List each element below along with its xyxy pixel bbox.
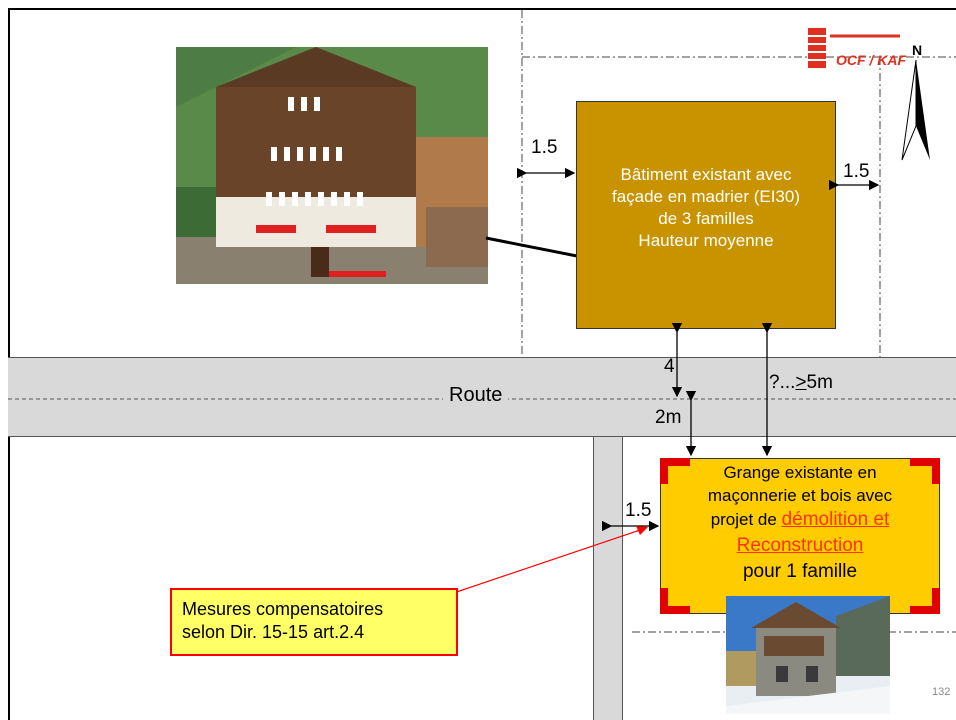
dim-question-prefix: ?... <box>769 372 796 393</box>
building-line-2: façade en madrier (EI30) <box>611 187 801 206</box>
barn-line-1: Grange existante en <box>723 463 877 482</box>
barn-corner-tr-h <box>910 458 940 466</box>
chalet-image <box>176 47 488 284</box>
measures-line-1: Mesures compensatoires <box>182 599 384 619</box>
north-label: N <box>912 42 923 58</box>
barn-line-5: pour 1 famille <box>742 561 858 582</box>
north-arrow-icon <box>901 59 930 161</box>
demolition-label: démolition et <box>781 509 890 530</box>
chalet-photo <box>176 47 488 284</box>
building-line-1: Bâtiment existant avec <box>620 165 792 184</box>
barn-box: Grange existante en maçonnerie et bois a… <box>660 458 940 614</box>
logo-text: OCF / KAF <box>836 52 906 68</box>
barn-corner-bl-v <box>660 588 668 614</box>
barn-corner-tl-h <box>660 458 690 466</box>
reconstruction-label: Reconstruction <box>736 535 864 556</box>
road-label: Route <box>443 384 509 407</box>
dim-barn-road: 2m <box>655 407 682 428</box>
existing-building-box: Bâtiment existant avec façade en madrier… <box>576 101 836 329</box>
measures-line-2: selon Dir. 15-15 art.2.4 <box>182 622 365 642</box>
building-line-3: de 3 familles <box>658 209 754 228</box>
barn-photo <box>726 596 890 714</box>
dim-min-symbol: > <box>795 372 807 393</box>
barn-corner-tr-v <box>932 458 940 484</box>
building-line-4: Hauteur moyenne <box>638 231 774 250</box>
page-number: 132 <box>932 686 951 698</box>
dim-right-building: 1.5 <box>843 161 870 182</box>
barn-corner-tl-v <box>660 458 668 484</box>
logo-mark <box>808 28 900 68</box>
barn-corner-br-v <box>932 588 940 614</box>
barn-line-3-prefix: projet de <box>710 510 782 529</box>
measures-callout: Mesures compensatoires selon Dir. 15-15 … <box>170 588 458 656</box>
dim-question: ?...>5m <box>769 372 833 394</box>
dim-left-building: 1.5 <box>531 137 558 158</box>
dim-min-value: 5m <box>806 372 833 393</box>
dim-barn-left: 1.5 <box>625 500 652 521</box>
side-lane <box>593 437 623 720</box>
frame-top <box>8 8 956 10</box>
barn-line-3: projet de démolition et <box>661 507 939 533</box>
barn-line-2: maçonnerie et bois avec <box>707 486 893 505</box>
dim-road-gap: 4 <box>664 356 675 377</box>
barn-image <box>726 596 890 714</box>
barn-corner-bl-h <box>660 606 690 614</box>
barn-corner-br-h <box>910 606 940 614</box>
